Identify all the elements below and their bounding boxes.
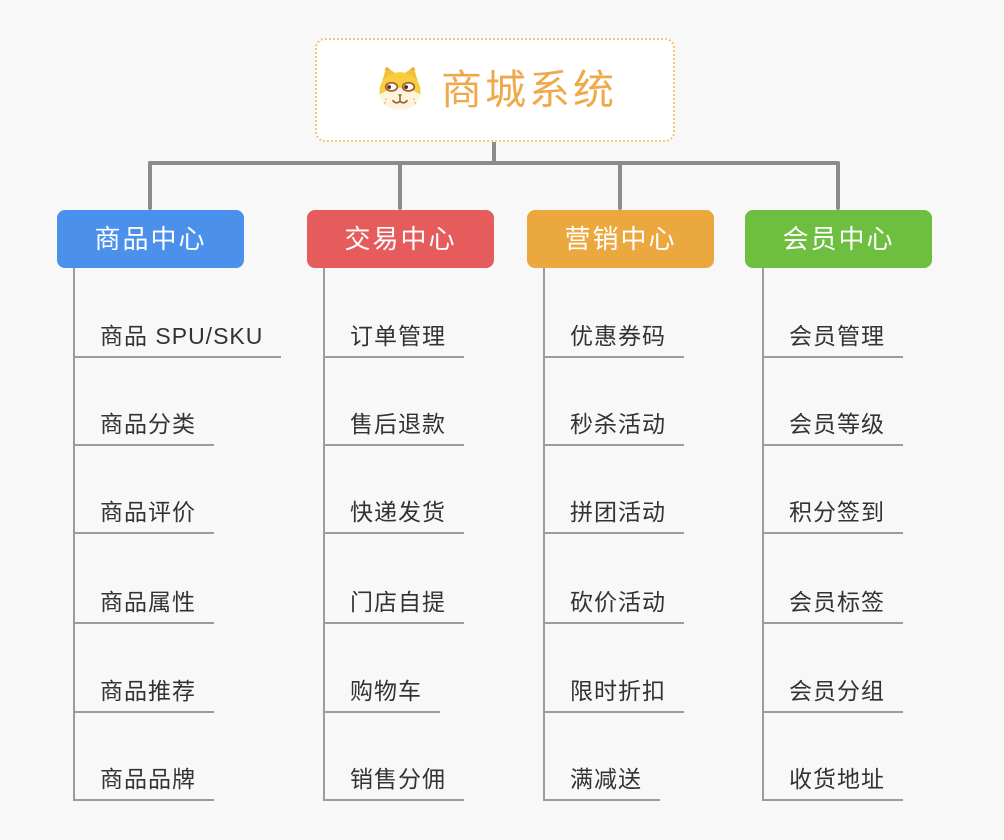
branch-header-trade-center[interactable]: 交易中心 — [307, 210, 494, 268]
leaf-node[interactable]: 商品品牌 — [73, 764, 214, 801]
root-title: 商城系统 — [441, 66, 617, 113]
leaf-node[interactable]: 拼团活动 — [543, 497, 684, 534]
connector-drop-trade — [398, 161, 402, 210]
leaf-node[interactable]: 会员等级 — [762, 409, 903, 446]
branch-column-product: 商品 SPU/SKU 商品分类 商品评价 商品属性 商品推荐 商品品牌 — [73, 268, 313, 808]
branch-header-member-center[interactable]: 会员中心 — [745, 210, 932, 268]
leaf-node[interactable]: 售后退款 — [323, 409, 464, 446]
branch-trunk-line — [323, 268, 325, 801]
connector-drop-marketing — [618, 161, 622, 210]
branch-column-member: 会员管理 会员等级 积分签到 会员标签 会员分组 收货地址 — [762, 268, 1002, 808]
leaf-node[interactable]: 会员分组 — [762, 676, 903, 713]
branch-column-trade: 订单管理 售后退款 快递发货 门店自提 购物车 销售分佣 — [323, 268, 563, 808]
leaf-node[interactable]: 门店自提 — [323, 587, 464, 624]
leaf-node[interactable]: 会员标签 — [762, 587, 903, 624]
leaf-node[interactable]: 收货地址 — [762, 764, 903, 801]
connector-horizontal-bar — [148, 161, 840, 165]
leaf-node[interactable]: 商品 SPU/SKU — [73, 321, 282, 358]
leaf-node[interactable]: 销售分佣 — [323, 764, 464, 801]
leaf-node[interactable]: 商品推荐 — [73, 676, 214, 713]
leaf-node[interactable]: 快递发货 — [323, 497, 464, 534]
leaf-node[interactable]: 会员管理 — [762, 321, 903, 358]
leaf-node[interactable]: 积分签到 — [762, 497, 903, 534]
shiba-dog-icon — [373, 65, 427, 115]
leaf-node[interactable]: 砍价活动 — [543, 587, 684, 624]
branch-header-product-center[interactable]: 商品中心 — [57, 210, 244, 268]
branch-column-marketing: 优惠券码 秒杀活动 拼团活动 砍价活动 限时折扣 满减送 — [543, 268, 783, 808]
leaf-node[interactable]: 购物车 — [323, 676, 440, 713]
leaf-node[interactable]: 优惠券码 — [543, 321, 684, 358]
leaf-node[interactable]: 商品分类 — [73, 409, 214, 446]
branch-trunk-line — [73, 268, 75, 801]
leaf-node[interactable]: 限时折扣 — [543, 676, 684, 713]
branch-trunk-line — [762, 268, 764, 801]
root-node[interactable]: 商城系统 — [315, 38, 675, 142]
leaf-node[interactable]: 满减送 — [543, 764, 660, 801]
leaf-node[interactable]: 商品属性 — [73, 587, 214, 624]
connector-drop-product — [148, 161, 152, 210]
leaf-node[interactable]: 订单管理 — [323, 321, 464, 358]
leaf-node[interactable]: 秒杀活动 — [543, 409, 684, 446]
connector-root-drop — [492, 140, 496, 163]
connector-drop-member — [836, 161, 840, 210]
branch-trunk-line — [543, 268, 545, 801]
leaf-node[interactable]: 商品评价 — [73, 497, 214, 534]
branch-header-marketing-center[interactable]: 营销中心 — [527, 210, 714, 268]
